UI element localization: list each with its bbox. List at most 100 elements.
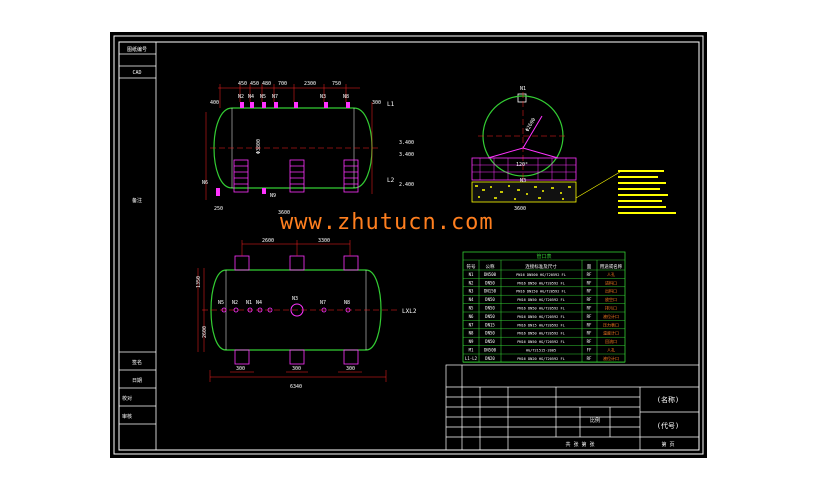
nozzle-label-3: N5: [260, 94, 266, 100]
title-name: (名称): [657, 395, 679, 404]
table-cell: DN500: [484, 272, 497, 277]
table-cell: N5: [469, 306, 474, 311]
nozzle-stubs: [216, 102, 350, 196]
outer-frame: [113, 35, 704, 455]
table-cell: 排污口: [605, 305, 617, 311]
elevation-2: 3.400: [399, 152, 414, 158]
drawing-canvas: 图纸编号 CAD 备注 签名 日期 校对 审核 450 450 480 700 …: [113, 35, 704, 455]
nozzle-label-1: N2: [238, 94, 244, 100]
elevation-view: 450 450 480 700 2300 750 N2 N4 N5 N7 N3 …: [202, 81, 414, 216]
table-cell: HG/T21515-2005: [526, 349, 556, 353]
top-dimension-line: [205, 84, 373, 200]
table-cell: RF: [587, 331, 592, 336]
nozzle-label-2: N4: [248, 94, 254, 100]
table-cell: N9: [469, 339, 474, 344]
watermark: www.zhutucn.com: [280, 210, 494, 235]
side-base-width: 3600: [514, 206, 526, 212]
elevation-1: 3.400: [399, 140, 414, 146]
plan-dim-bottom-1: 300: [236, 366, 245, 372]
dim-top-5: 2300: [304, 81, 316, 87]
table-cell: DN500: [484, 348, 497, 353]
side-notes: [618, 170, 676, 214]
table-cell: 温度计口: [603, 330, 619, 336]
title-block: [445, 364, 700, 451]
table-cell: N6: [469, 314, 474, 319]
left-strip: [118, 41, 157, 451]
table-cell: N8: [469, 331, 474, 336]
table-header-3: 连接标准及尺寸: [525, 263, 557, 270]
title-scale: 比例: [590, 417, 600, 424]
plan-dim-2: 3300: [318, 238, 330, 244]
plan-nozzle-1: N5: [218, 300, 224, 306]
dim-bottom-2: 3600: [278, 210, 290, 216]
plan-dim-left2: 2600: [202, 326, 208, 338]
table-cell: PN16 DN15 HG/T20592 FL: [517, 323, 565, 327]
strip-label-4: 签名: [132, 359, 142, 366]
table-header-4: 面: [587, 264, 592, 270]
plan-dimensions: [197, 240, 387, 382]
drawing-sheet: 图纸编号 CAD 备注 签名 日期 校对 审核 450 450 480 700 …: [110, 32, 707, 458]
table-cell: PN16 DN500 HG/T20592 FL: [516, 273, 566, 277]
table-cell: RF: [587, 289, 592, 294]
table-cell: N4: [469, 297, 474, 302]
strip-label-7: 审核: [122, 413, 132, 420]
level-l1: L1: [387, 101, 395, 108]
table-cell: 出料口: [605, 288, 617, 294]
table-cell: DN20: [485, 356, 495, 361]
side-nozzle-bottom: N3: [520, 178, 526, 184]
table-cell: 液位计口: [603, 313, 619, 319]
table-header-1: 符号: [467, 263, 476, 270]
title-sheets: 共 张 第 张: [565, 441, 594, 448]
dim-top-3: 480: [262, 81, 271, 87]
table-cell: RF: [587, 272, 592, 277]
table-cell: RF: [587, 306, 592, 311]
table-cell: RF: [587, 322, 592, 327]
table-cell: DN50: [485, 331, 495, 336]
bottom-nozzle-2: N9: [270, 193, 276, 199]
plan-nozzle-6: N7: [320, 300, 326, 306]
table-cell: L1-L2: [465, 356, 478, 361]
table-cell: PN16 DN50 HG/T20592 FL: [517, 281, 565, 285]
table-cell: DN50: [485, 306, 495, 311]
table-cell: 回流口: [605, 338, 617, 344]
table-cell: 液位计口: [603, 355, 619, 361]
dim-right: 300: [372, 100, 381, 106]
plan-level-label: LXL2: [402, 308, 417, 315]
table-cell: DN50: [485, 339, 495, 344]
side-angle: 120°: [516, 162, 528, 168]
title-page: 第 页: [661, 441, 674, 448]
title-code: (代号): [657, 421, 679, 430]
bottom-nozzle-1: N6: [202, 180, 208, 186]
table-cell: N1: [469, 272, 474, 277]
strip-label-3: 备注: [132, 197, 142, 204]
table-cell: PN16 DN50 HG/T20592 FL: [517, 307, 565, 311]
table-cell: N7: [469, 322, 474, 327]
plan-dim-bottom-2: 300: [292, 366, 301, 372]
saddle-supports: [233, 159, 359, 193]
plan-nozzle-7: N8: [344, 300, 350, 306]
plan-dim-left: 1350: [196, 276, 202, 288]
side-view: N1 N3 Φ2600 120° 3600: [471, 86, 676, 214]
concrete-base: [471, 181, 577, 203]
strip-label-2: CAD: [132, 70, 141, 76]
plan-dim-bottom-3: 300: [346, 366, 355, 372]
table-cell: DN150: [484, 289, 497, 294]
level-l2: L2: [387, 177, 395, 184]
table-cell: DN50: [485, 314, 495, 319]
plan-nozzle-3: N1: [246, 300, 252, 306]
table-cell: 人孔: [607, 347, 615, 353]
nozzle-label-5: N3: [320, 94, 326, 100]
inner-frame: [118, 41, 700, 451]
table-cell: PN16 DN50 HG/T20592 FL: [517, 340, 565, 344]
table-cell: PN16 DN150 HG/T20592 FL: [516, 290, 566, 294]
table-header-2: 公称: [486, 263, 495, 270]
table-cell: PN16 DN50 HG/T20592 FL: [517, 315, 565, 319]
table-cell: M1: [469, 348, 474, 353]
dim-top-2: 450: [250, 81, 259, 87]
plan-dim-1: 2600: [262, 238, 274, 244]
strip-label-6: 校对: [122, 395, 132, 402]
strip-label-5: 日期: [132, 378, 142, 384]
table-cell: 进料口: [605, 279, 617, 285]
table-cell: PN16 DN20 HG/T20592 FL: [517, 357, 565, 361]
